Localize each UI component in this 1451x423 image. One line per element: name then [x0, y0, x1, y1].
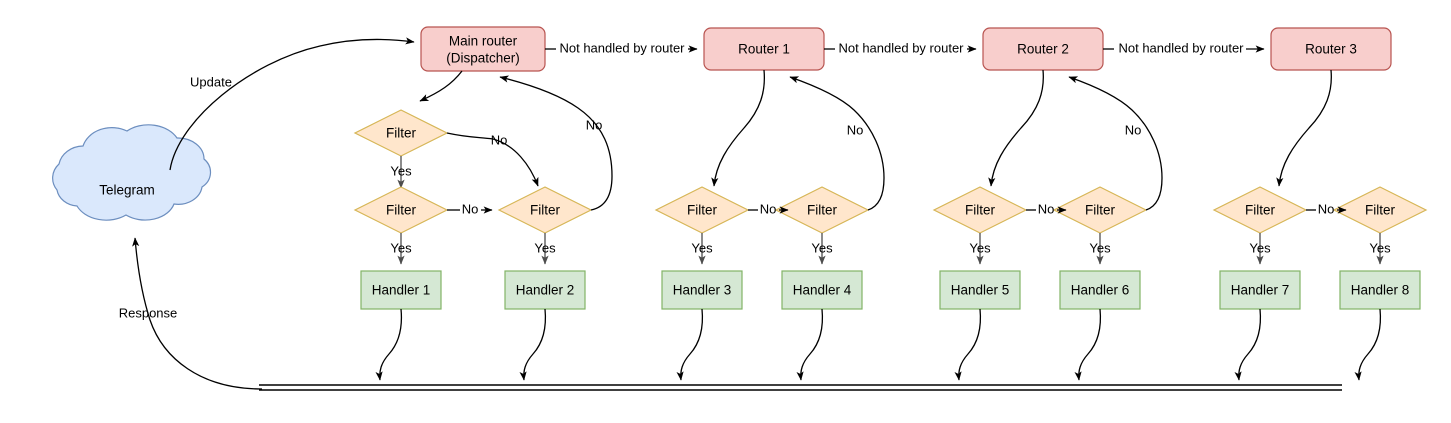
router-node-3[interactable]: Router 3 [1270, 27, 1392, 71]
edge-label-yes-6: Yes [969, 240, 991, 255]
edge-label-update: Update [190, 74, 232, 89]
telegram-cloud-node[interactable]: Telegram [52, 124, 212, 221]
filter-node-5[interactable]: Filter [932, 186, 1028, 234]
handler-node-5[interactable]: Handler 5 [939, 270, 1021, 310]
edge-h4-to-bus [796, 308, 824, 381]
edge-h6-to-bus [1074, 308, 1102, 381]
router-2-label: Router 2 [1017, 42, 1069, 57]
edge-label-not-handled-2: Not handled by router [838, 40, 964, 55]
edge-label-yes-8: Yes [1249, 240, 1271, 255]
edge-label-no-main-back: No [586, 117, 603, 132]
handler-8-label: Handler 8 [1351, 283, 1410, 298]
edge-update [169, 37, 415, 171]
handler-4-label: Handler 4 [793, 283, 852, 298]
handler-3-label: Handler 3 [673, 283, 732, 298]
filter-node-1[interactable]: Filter [353, 186, 449, 234]
edge-label-not-handled-3: Not handled by router [1118, 40, 1244, 55]
router-3-label: Router 3 [1305, 42, 1357, 57]
handler-node-3[interactable]: Handler 3 [661, 270, 743, 310]
filter-node-main-top[interactable]: Filter [353, 109, 449, 157]
handler-node-7[interactable]: Handler 7 [1219, 270, 1301, 310]
router-main-label-line1: Main router [449, 34, 518, 49]
edge-label-yes-4: Yes [691, 240, 713, 255]
edge-h7-to-bus [1234, 308, 1262, 381]
edge-label-no-main-chain: No [462, 201, 479, 216]
handler-node-1[interactable]: Handler 1 [360, 270, 442, 310]
handler-5-label: Handler 5 [951, 283, 1010, 298]
edge-label-no-r1-back: No [847, 122, 864, 137]
handler-node-4[interactable]: Handler 4 [781, 270, 863, 310]
filter-1-label: Filter [386, 203, 417, 218]
edge-label-yes-1: Yes [390, 163, 412, 178]
router-node-1[interactable]: Router 1 [703, 27, 825, 71]
edge-h1-to-bus [375, 308, 403, 381]
edge-h8-to-bus [1354, 308, 1382, 381]
handler-2-label: Handler 2 [516, 283, 575, 298]
filter-4-label: Filter [807, 203, 838, 218]
handler-node-2[interactable]: Handler 2 [504, 270, 586, 310]
edge-f4-no-back-to-r1 [789, 76, 885, 211]
filter-5-label: Filter [965, 203, 996, 218]
edge-label-yes-9: Yes [1369, 240, 1391, 255]
router-main-label-line2: (Dispatcher) [446, 51, 520, 66]
filter-node-4[interactable]: Filter [774, 186, 870, 234]
handler-7-label: Handler 7 [1231, 283, 1290, 298]
router-node-main[interactable]: Main router (Dispatcher) [420, 26, 546, 72]
edge-label-not-handled-1: Not handled by router [559, 40, 685, 55]
handler-1-label: Handler 1 [372, 283, 431, 298]
telegram-cloud-label: Telegram [99, 183, 155, 198]
edge-main-to-filter-top [419, 70, 463, 102]
filter-node-6[interactable]: Filter [1052, 186, 1148, 234]
edge-label-no-main-top: No [491, 132, 508, 147]
edge-label-yes-3: Yes [534, 240, 556, 255]
filter-node-8[interactable]: Filter [1332, 186, 1428, 234]
edge-response [132, 237, 263, 390]
filter-node-2[interactable]: Filter [497, 186, 593, 234]
filter-3-label: Filter [687, 203, 718, 218]
filter-node-7[interactable]: Filter [1212, 186, 1308, 234]
handler-node-8[interactable]: Handler 8 [1339, 270, 1421, 310]
edge-h5-to-bus [954, 308, 982, 381]
edge-label-yes-7: Yes [1089, 240, 1111, 255]
edge-label-no-r1-chain: No [760, 201, 777, 216]
filter-8-label: Filter [1365, 203, 1396, 218]
filter-2-label: Filter [530, 203, 561, 218]
edge-label-no-r2-chain: No [1038, 201, 1055, 216]
handler-node-6[interactable]: Handler 6 [1059, 270, 1141, 310]
handler-6-label: Handler 6 [1071, 283, 1130, 298]
edge-r2-to-filter-5 [988, 69, 1044, 187]
edge-h3-to-bus [676, 308, 704, 381]
edge-filter-top-no [446, 132, 539, 187]
filter-node-3[interactable]: Filter [654, 186, 750, 234]
edge-label-yes-5: Yes [811, 240, 833, 255]
edge-r3-to-filter-7 [1276, 69, 1332, 187]
edge-label-no-r3-chain: No [1318, 201, 1335, 216]
edge-f6-no-back-to-r2 [1068, 76, 1163, 211]
edge-label-yes-2: Yes [390, 240, 412, 255]
router-node-2[interactable]: Router 2 [982, 27, 1104, 71]
filter-main-top-label: Filter [386, 126, 417, 141]
filter-7-label: Filter [1245, 203, 1276, 218]
edge-f2-no-back-to-main [499, 75, 613, 211]
edge-label-response: Response [119, 305, 178, 320]
filter-6-label: Filter [1085, 203, 1116, 218]
edge-label-no-r2-back: No [1125, 122, 1142, 137]
edge-r1-to-filter-3 [711, 69, 766, 187]
edge-h2-to-bus [519, 308, 547, 381]
router-1-label: Router 1 [738, 42, 790, 57]
